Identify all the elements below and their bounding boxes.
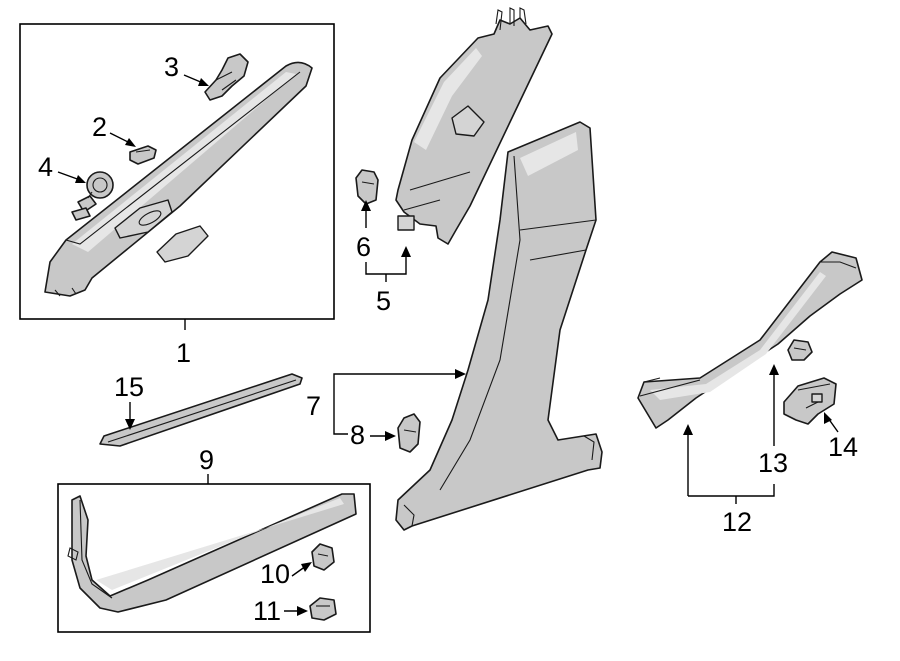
part-8-clip [397,413,421,453]
part-6-clip [355,169,379,205]
part-11-cap [309,597,337,621]
callout-7: 7 [306,391,321,421]
callout-6: 6 [356,232,371,262]
part-10-clip [311,543,335,571]
callout-8: 8 [350,420,365,450]
group-9-frame [57,483,371,633]
callout-12: 12 [722,507,752,537]
callout-9: 9 [199,445,214,475]
part-2-clip [129,145,157,165]
part-7-lower-b-pillar-trim [395,121,603,531]
callout-1: 1 [176,338,191,368]
callout-10: 10 [260,559,290,589]
part-15-weatherstrip [99,373,303,447]
part-5-upper-b-pillar-trim [395,7,553,245]
group-1-frame [19,23,335,320]
callout-2: 2 [92,112,107,142]
callout-3: 3 [164,52,179,82]
part-3-harness-clip [204,53,249,101]
part-4-speaker [71,171,114,221]
callout-4: 4 [38,152,53,182]
part-14-bracket [783,377,837,425]
callout-14: 14 [828,432,858,462]
part-13-clip [787,339,813,361]
part-9-sill-plate [67,493,357,613]
callout-11: 11 [253,596,281,626]
callout-5: 5 [376,286,391,316]
a-pillar-trim-panel [44,61,313,297]
callout-15: 15 [114,372,144,402]
callout-13: 13 [758,448,788,478]
part-12-rear-sill-trim [637,251,863,429]
